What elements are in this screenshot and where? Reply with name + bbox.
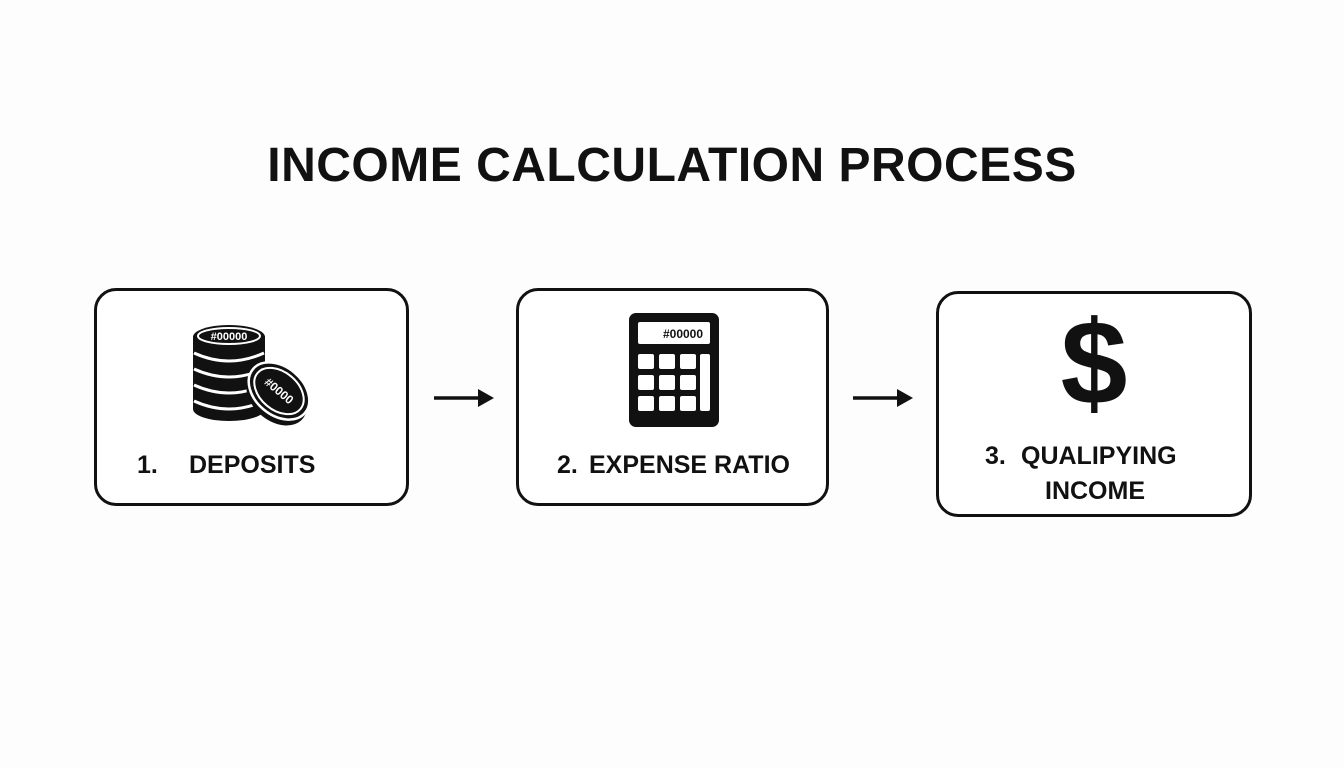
diagram-title: INCOME CALCULATION PROCESS [267, 139, 1077, 192]
step-label-line1: QUALIPYING [1021, 442, 1177, 470]
arrow-right-icon [434, 389, 494, 407]
step-label-expense-ratio: EXPENSE RATIO [589, 451, 790, 479]
step-number-1: 1. [137, 451, 158, 479]
step-label-line2: INCOME [1045, 477, 1145, 505]
step-box-deposits: #00000 #0000 1. DEPOSITS [94, 288, 409, 506]
coin-stack-icon: #00000 #0000 [193, 325, 311, 426]
arrow-right-icon [853, 389, 913, 407]
calculator-icon: #00000 [629, 313, 719, 427]
step-number-3: 3. [985, 442, 1006, 470]
step-box-qualifying-income: $ 3. QUALIPYING INCOME [936, 291, 1252, 517]
calculator-display: #00000 [663, 327, 703, 341]
step-box-expense-ratio: #00000 2. EXPENSE RATIO [516, 288, 829, 506]
step-number-2: 2. [557, 451, 578, 479]
stack-coin-label: #00000 [211, 331, 248, 343]
dollar-icon: $ [1060, 296, 1128, 430]
step-label-deposits: DEPOSITS [189, 451, 316, 479]
